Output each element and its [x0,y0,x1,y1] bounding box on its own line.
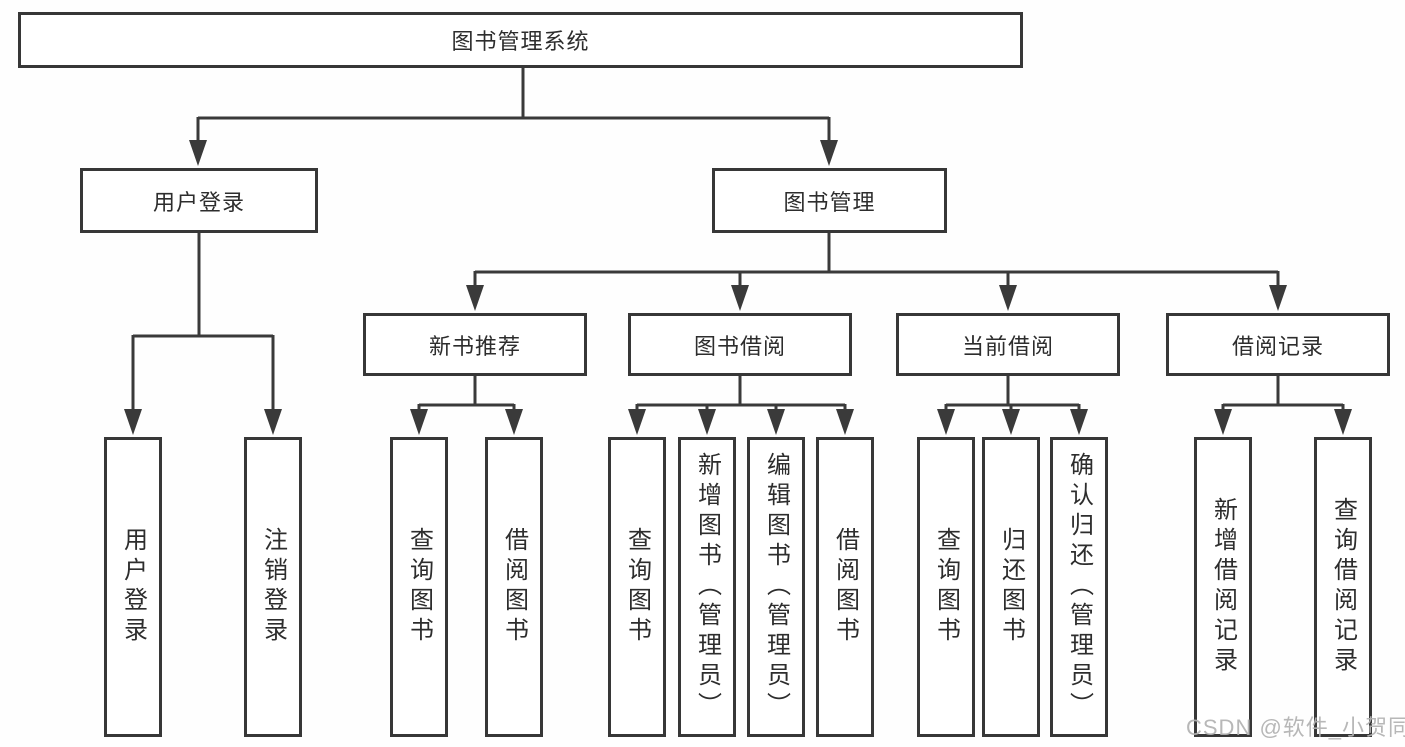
arrowhead-icon [189,140,207,166]
arrowhead-icon [820,140,838,166]
node-user-login: 用户登录 [80,168,318,233]
node-recommend-query-books: 查询图书 [390,437,448,737]
node-records-add-record: 新增借阅记录 [1194,437,1252,737]
arrowhead-icon [1070,409,1088,435]
arrowheads [124,140,1352,435]
node-book-management: 图书管理 [712,168,947,233]
arrowhead-icon [1002,409,1020,435]
arrowhead-icon [410,409,428,435]
node-borrow-records: 借阅记录 [1166,313,1390,376]
node-recommend-borrow-books: 借阅图书 [485,437,543,737]
node-borrow-edit-books-admin: 编辑图书（管理员） [747,437,805,737]
node-user-login-action: 用户登录 [104,437,162,737]
node-logout-action: 注销登录 [244,437,302,737]
arrowhead-icon [1334,409,1352,435]
arrowhead-icon [264,409,282,435]
node-new-book-recommend: 新书推荐 [363,313,587,376]
node-current-borrow: 当前借阅 [896,313,1120,376]
arrowhead-icon [1214,409,1232,435]
arrowhead-icon [1269,285,1287,311]
csdn-watermark: CSDN @软件_小贺同学 [1186,715,1405,740]
arrowhead-icon [937,409,955,435]
arrowhead-icon [999,285,1017,311]
node-borrow-borrow-books: 借阅图书 [816,437,874,737]
arrowhead-icon [767,409,785,435]
node-current-confirm-return-admin: 确认归还（管理员） [1050,437,1108,737]
arrowhead-icon [836,409,854,435]
arrowhead-icon [505,409,523,435]
arrowhead-icon [698,409,716,435]
arrowhead-icon [731,285,749,311]
node-book-borrow: 图书借阅 [628,313,852,376]
node-root: 图书管理系统 [18,12,1023,68]
arrowhead-icon [466,285,484,311]
node-borrow-query-books: 查询图书 [608,437,666,737]
node-borrow-add-books-admin: 新增图书（管理员） [678,437,736,737]
node-records-query-record: 查询借阅记录 [1314,437,1372,737]
arrowhead-icon [124,409,142,435]
arrowhead-icon [628,409,646,435]
node-current-return-books: 归还图书 [982,437,1040,737]
node-current-query-books: 查询图书 [917,437,975,737]
